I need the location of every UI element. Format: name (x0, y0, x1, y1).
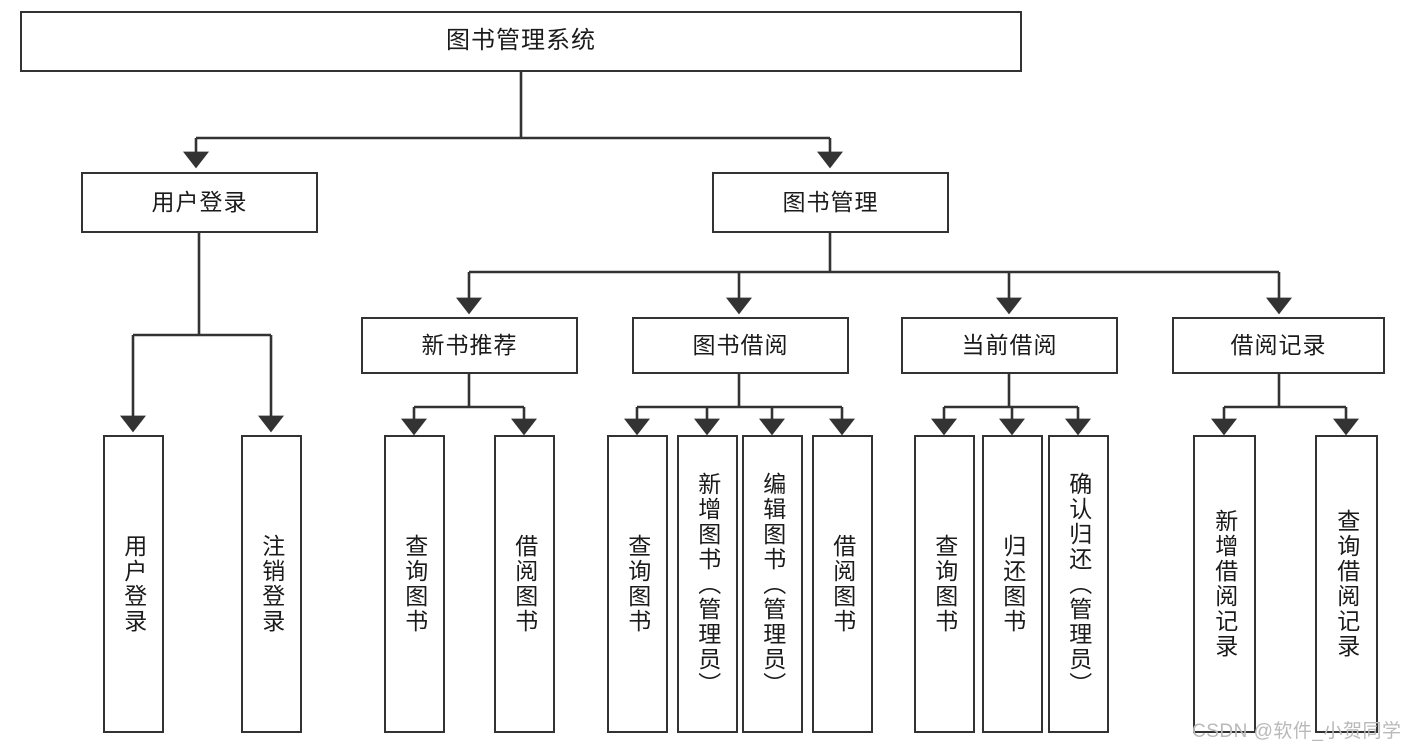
leaf-query-book-current[interactable]: 查询图书 (914, 435, 975, 733)
node-user-login[interactable]: 用户登录 (81, 172, 318, 233)
node-label: 图书管理 (782, 188, 879, 215)
leaf-borrow-book[interactable]: 借阅图书 (812, 435, 873, 733)
node-borrow-record[interactable]: 借阅记录 (1172, 317, 1385, 374)
node-book-management[interactable]: 图书管理 (712, 172, 949, 233)
leaf-borrow-book-recommend[interactable]: 借阅图书 (494, 435, 555, 733)
node-label: 查询图书 (931, 534, 958, 634)
node-label: 新增图书（管理员） (694, 471, 721, 697)
leaf-confirm-return-admin[interactable]: 确认归还（管理员） (1048, 435, 1109, 733)
node-label: 当前借阅 (961, 331, 1058, 358)
node-label: 新书推荐 (421, 331, 518, 358)
leaf-add-borrow-record[interactable]: 新增借阅记录 (1193, 435, 1256, 733)
node-new-book-recommend[interactable]: 新书推荐 (361, 317, 578, 374)
leaf-query-book-recommend[interactable]: 查询图书 (384, 435, 445, 733)
node-current-borrow[interactable]: 当前借阅 (901, 317, 1118, 374)
node-label: 归还图书 (999, 534, 1026, 634)
leaf-user-login[interactable]: 用户登录 (103, 435, 164, 733)
node-label: 借阅记录 (1230, 331, 1327, 358)
node-label: 用户登录 (120, 534, 147, 634)
node-label: 借阅图书 (511, 534, 538, 634)
node-label: 新增借阅记录 (1211, 509, 1238, 659)
node-label: 编辑图书（管理员） (759, 471, 786, 697)
node-label: 借阅图书 (829, 534, 856, 634)
leaf-edit-book-admin[interactable]: 编辑图书（管理员） (742, 435, 803, 733)
node-label: 图书管理系统 (446, 27, 596, 55)
node-label: 图书借阅 (692, 331, 789, 358)
node-root-system[interactable]: 图书管理系统 (20, 11, 1022, 72)
node-label: 用户登录 (151, 188, 248, 215)
node-label: 查询借阅记录 (1333, 509, 1360, 659)
node-label: 查询图书 (401, 534, 428, 634)
leaf-query-book-borrow[interactable]: 查询图书 (607, 435, 668, 733)
leaf-return-book[interactable]: 归还图书 (982, 435, 1043, 733)
leaf-logout[interactable]: 注销登录 (241, 435, 302, 733)
node-label: 查询图书 (624, 534, 651, 634)
leaf-add-book-admin[interactable]: 新增图书（管理员） (677, 435, 738, 733)
node-book-borrow[interactable]: 图书借阅 (632, 317, 849, 374)
node-label: 确认归还（管理员） (1065, 471, 1092, 697)
csdn-watermark: CSDN @软件_小贺同学 (1192, 721, 1402, 742)
leaf-query-borrow-record[interactable]: 查询借阅记录 (1315, 435, 1378, 733)
node-label: 注销登录 (258, 534, 285, 634)
